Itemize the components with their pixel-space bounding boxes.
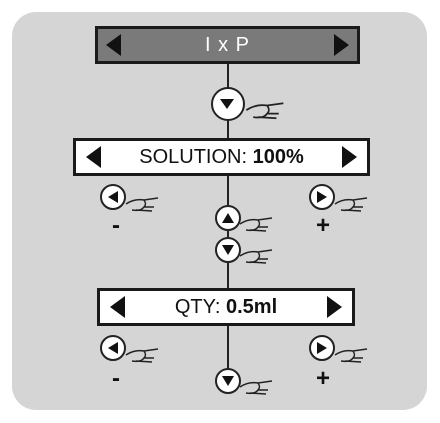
- pointing-hand-icon: [239, 217, 273, 232]
- plus-sign: +: [316, 212, 331, 239]
- solution-bar[interactable]: SOLUTION: 100%: [73, 138, 370, 176]
- qty-increase-button[interactable]: [309, 335, 335, 361]
- pointing-hand-icon: [125, 348, 159, 363]
- pointing-hand-icon: [239, 249, 273, 264]
- up-arrow-icon: [222, 213, 234, 223]
- solution-increase-button[interactable]: [309, 184, 335, 210]
- left-arrow-icon[interactable]: [86, 146, 101, 168]
- mode-selector-bar[interactable]: I x P: [95, 26, 360, 64]
- qty-decrease-button[interactable]: [100, 335, 126, 361]
- qty-text: QTY: 0.5ml: [175, 296, 277, 319]
- plus-sign: +: [316, 365, 331, 392]
- pointing-hand-icon: [334, 348, 368, 363]
- left-arrow-icon: [108, 191, 118, 203]
- down-button[interactable]: [211, 87, 245, 121]
- solution-text: SOLUTION: 100%: [139, 146, 304, 169]
- solution-value: 100%: [252, 145, 304, 168]
- solution-decrease-button[interactable]: [100, 184, 126, 210]
- qty-label: QTY:: [174, 295, 226, 318]
- minus-sign: -: [112, 365, 120, 392]
- qty-value: 0.5ml: [225, 295, 278, 318]
- pointing-hand-icon: [245, 102, 284, 120]
- mode-label: I x P: [204, 33, 250, 56]
- right-arrow-icon: [317, 342, 327, 354]
- right-arrow-icon[interactable]: [327, 296, 342, 318]
- minus-sign: -: [112, 212, 120, 239]
- pointing-hand-icon: [334, 197, 368, 212]
- left-arrow-icon[interactable]: [106, 34, 121, 56]
- right-arrow-icon[interactable]: [334, 34, 349, 56]
- solution-label: SOLUTION:: [139, 145, 253, 168]
- down-arrow-icon: [222, 376, 234, 386]
- pointing-hand-icon: [125, 197, 159, 212]
- right-arrow-icon: [317, 191, 327, 203]
- left-arrow-icon: [108, 342, 118, 354]
- left-arrow-icon[interactable]: [110, 296, 125, 318]
- down-arrow-icon: [222, 245, 234, 255]
- right-arrow-icon[interactable]: [342, 146, 357, 168]
- pointing-hand-icon: [239, 380, 273, 395]
- up-button[interactable]: [215, 205, 241, 231]
- down-button[interactable]: [215, 368, 241, 394]
- down-arrow-icon: [220, 99, 234, 109]
- down-button[interactable]: [215, 237, 241, 263]
- qty-bar[interactable]: QTY: 0.5ml: [97, 288, 355, 326]
